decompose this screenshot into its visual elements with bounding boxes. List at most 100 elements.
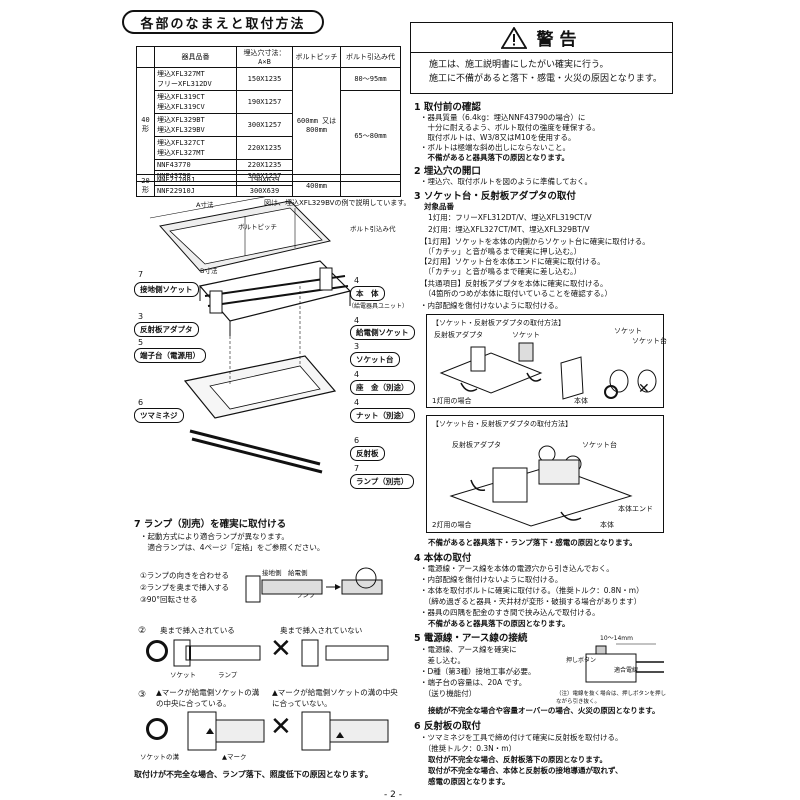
step4-line: ・内部配線を傷付けないように取付ける。	[420, 575, 563, 584]
step1-line: 取付ボルトは、W3/8又はM10を使用する。	[420, 133, 576, 142]
mark-ok-diagram	[187, 711, 265, 751]
check-ok-text: 奥まで挿入されている	[160, 626, 235, 635]
group-label-20: 20形	[136, 174, 155, 197]
part-label-socket-base: ソケット台	[350, 352, 400, 367]
size-cell: 220X1235	[236, 136, 293, 160]
mark-label: ▲マーク	[222, 753, 247, 761]
check-number: ②	[138, 626, 147, 636]
model-cell: NNF21700J	[154, 174, 237, 186]
socket-side-label: 接地側 給電側	[262, 569, 308, 577]
socket-2lamp-diagram	[449, 445, 633, 527]
step1-title: 1 取付前の確認	[414, 102, 481, 113]
step7-line: ・起動方式により適合ランプが異なります。	[140, 532, 289, 541]
check-number: ③	[138, 690, 147, 700]
box2-case-label: 2灯用の場合	[432, 521, 472, 529]
step5-note: （注）電線を抜く場合は、押しボタンを押しながら引き抜く。	[556, 691, 667, 705]
b-dim-label: B寸法	[200, 267, 218, 275]
step7-title: 7 ランプ（別売）を確実に取付ける	[134, 519, 287, 530]
ok-circle-icon	[146, 640, 168, 662]
box1-case-label: 1灯用の場合	[432, 397, 472, 405]
pitch-cell-20: 400mm	[292, 174, 341, 197]
part-number: 3	[354, 342, 360, 351]
part-label-reflector-adapter: 反射板アダプタ	[134, 322, 199, 337]
part-label-body: 本 体	[350, 286, 385, 301]
warning-heading: 警告	[536, 30, 583, 50]
part-label-lamp: ランプ（別売）	[350, 474, 415, 489]
step1-line: 十分に耐えるよう、ボルト取付の強度を確保する。	[420, 123, 600, 132]
size-cell: 190X1257	[236, 90, 293, 114]
strip-length-label: 10～14mm	[600, 635, 633, 642]
warning-line-1: 施工は、施工説明書にしたがい確実に行う。	[429, 60, 609, 70]
box1-socket-label-2: ソケット	[614, 327, 642, 335]
model-cell: NNF43770	[154, 159, 237, 171]
ng-cross-icon: ✕	[638, 381, 650, 397]
step5-title: 5 電源線・アース線の接続	[414, 633, 528, 644]
part-label-nut: ナット（別途）	[350, 408, 415, 423]
part-number: 6	[138, 398, 144, 407]
check-ok-text: ▲マークが給電側ソケットの溝の中央に合っている。	[156, 688, 260, 708]
step4-warning: 不備があると器具落下の原因となります。	[428, 619, 570, 628]
step2-line: ・埋込穴、取付ボルトを図のように準備しておく。	[420, 177, 593, 186]
socket-groove-label: ソケットの溝	[140, 753, 179, 761]
step4-title: 4 本体の取付	[414, 553, 472, 564]
part-number: 4	[354, 276, 360, 285]
spec-table: 器具品番 埋込穴寸法：A×B ボルトピッチ ボルト引込み代 40形 埋込XFL3…	[136, 46, 401, 182]
spec-header: 器具品番	[154, 46, 237, 68]
fixture-exploded-diagram	[149, 196, 352, 474]
ng-cross-icon: ✕	[270, 634, 292, 664]
diagram-note: 図は、埋込XFL329BVの例で説明しています。	[264, 199, 411, 207]
box1-title: 【ソケット・反射板アダプタの取付方法】	[432, 319, 565, 327]
step5-line: ・D種（第3種）接地工事が必要。	[420, 667, 536, 676]
part-number: 3	[138, 312, 144, 321]
step6-warning: 感電の原因となります。	[428, 777, 510, 786]
step6-line: ・ツマミネジを工具で締め付けて確実に反射板を取付ける。	[420, 733, 623, 742]
step7-instruction: ③90°回転させる	[140, 595, 198, 604]
step5-warning: 接続が不完全な場合や容量オーバーの場合、火災の原因となります。	[428, 706, 660, 715]
step4-line: ・電源線・アース線を本体の電源穴から引き込んでおく。	[420, 564, 614, 573]
box1-body-label: 本体	[574, 397, 588, 405]
step3-line: ・内部配線を傷付けないように取付ける。	[420, 301, 563, 310]
box2-base-label: ソケット台	[582, 441, 617, 449]
part-label-washer: 座 金（別途）	[350, 380, 415, 395]
box2-title: 【ソケット台・反射板アダプタの取付方法】	[432, 420, 572, 428]
step3-line: 1灯用：フリーXFL312DT/V、埋込XFL319CT/V	[428, 213, 592, 222]
lamp-socket-ok-diagram	[173, 639, 261, 667]
step1-warning: 不備があると器具落下の原因となります。	[420, 153, 570, 162]
draw-cell-2: 65～80mm	[340, 90, 401, 182]
part-number: 7	[354, 464, 360, 473]
spec-header: ボルト引込み代	[340, 46, 401, 68]
ok-circle-icon	[604, 385, 618, 399]
part-label-knob-screw: ツマミネジ	[134, 408, 184, 423]
part-label-reflector: 反射板	[350, 446, 385, 461]
step5-line: ・端子台の容量は、20A です。	[420, 678, 527, 687]
step4-line: ・本体を取付ボルトに確実に取付ける。（推奨トルク：0.8N・m）	[420, 586, 644, 595]
step1-line: ・ボルトは極端な斜め出しにならないこと。	[420, 143, 570, 152]
box2-end-label: 本体エンド	[618, 505, 653, 513]
ok-circle-icon	[146, 718, 168, 740]
step3-line: 【1灯用】ソケットを本体の内側からソケット台に確実に取付ける。	[420, 237, 650, 246]
step3-line: （4箇所のつめが本体に取付いていることを確認する。）	[420, 289, 613, 298]
model-cell: NNF22910J	[154, 185, 237, 197]
page-number: - 2 -	[384, 790, 402, 800]
step6-line: （推奨トルク：0.3N・m）	[420, 744, 517, 753]
step6-title: 6 反射板の取付	[414, 721, 481, 732]
step3-line: （「カチッ」と音が鳴るまで確実に差し込む。）	[420, 267, 582, 276]
step3-line: 【共通項目】反射板アダプタを本体に確実に取付ける。	[420, 279, 608, 288]
lamp-insert-diagram	[245, 567, 383, 603]
spec-header: ボルトピッチ	[292, 46, 341, 68]
step5-line: ・電源線、アース線を確実に	[420, 645, 517, 654]
box1-base-label: ソケット台	[632, 337, 667, 345]
lamp-label: ランプ	[218, 671, 238, 679]
step5-line: （送り機能付）	[420, 689, 477, 698]
step6-warning: 取付が不完全な場合、反射板落下の原因となります。	[428, 755, 608, 764]
part-number: 4	[354, 370, 360, 379]
a-dim-label: A寸法	[196, 201, 214, 209]
bolt-draw-label: ボルト引込み代	[350, 225, 396, 233]
warning-line-2: 施工に不備があると落下・感電・火災の原因となります。	[429, 74, 662, 84]
warning-triangle-icon	[500, 26, 527, 49]
pitch-cell-40: 600mm 又は 800mm	[292, 67, 341, 182]
step7-instruction: ①ランプの向きを合わせる	[140, 571, 229, 580]
